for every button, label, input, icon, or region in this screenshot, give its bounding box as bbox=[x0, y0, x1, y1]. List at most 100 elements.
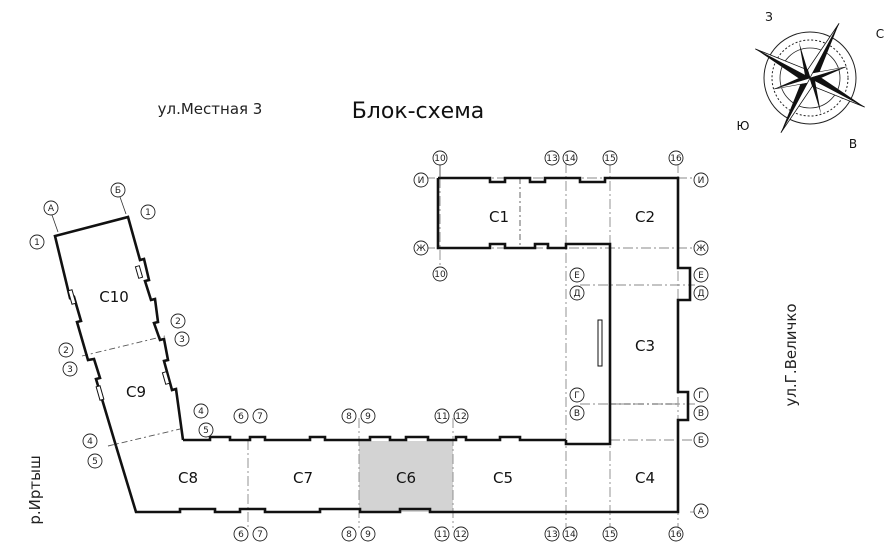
axis-bubble-5-left bbox=[87, 453, 103, 469]
axis-bubble-12-bottom bbox=[453, 526, 469, 542]
street-top-label: ул.Местная 3 bbox=[158, 100, 263, 118]
axis-bubble-6-bottom bbox=[233, 526, 249, 542]
building-walls bbox=[53, 176, 692, 514]
axis-label-d-right: Д bbox=[697, 289, 704, 299]
compass-north-label: С bbox=[876, 27, 884, 41]
axis-bubble-10-top bbox=[432, 150, 448, 166]
axis-bubble-11-bottom bbox=[434, 526, 450, 542]
axis-bubble-4-left bbox=[82, 433, 98, 449]
axis-label-15-bottom: 15 bbox=[604, 530, 615, 540]
axis-markers: 10 10 13 14 15 16 13 14 15 16 11 12 11 1… bbox=[29, 150, 709, 542]
axis-bubble-6-top bbox=[233, 408, 249, 424]
axis-label-12-top: 12 bbox=[455, 412, 466, 422]
axis-label-5-right: 5 bbox=[203, 426, 209, 436]
axis-bubble-3-left bbox=[62, 361, 78, 377]
section-dividers bbox=[81, 178, 678, 447]
axis-label-8-top: 8 bbox=[346, 412, 352, 422]
section-label-c4[interactable]: С4 bbox=[635, 469, 655, 487]
axis-label-7-top: 7 bbox=[257, 412, 263, 422]
compass-south-label: Ю bbox=[737, 119, 750, 133]
axis-label-5-left: 5 bbox=[92, 457, 98, 467]
axis-bubble-e-right bbox=[693, 267, 709, 283]
axis-label-6-bottom: 6 bbox=[238, 530, 244, 540]
axis-bubble-b-top bbox=[110, 182, 126, 198]
grid-lines bbox=[247, 163, 695, 528]
axis-label-1-right: 1 bbox=[145, 208, 151, 218]
axis-label-15-top: 15 bbox=[604, 154, 615, 164]
section-label-c9[interactable]: С9 bbox=[126, 383, 146, 401]
section-label-c5[interactable]: С5 bbox=[493, 469, 513, 487]
axis-label-v-left: В bbox=[574, 409, 580, 419]
axis-label-9-top: 9 bbox=[365, 412, 371, 422]
axis-label-8-bottom: 8 bbox=[346, 530, 352, 540]
axis-bubble-1-right bbox=[140, 204, 156, 220]
axis-label-13-top: 13 bbox=[546, 154, 557, 164]
axis-label-b-right: Б bbox=[698, 436, 704, 446]
axis-label-zh-left: Ж bbox=[416, 244, 426, 254]
axis-label-16-bottom: 16 bbox=[670, 530, 682, 540]
axis-label-14-top: 14 bbox=[564, 154, 576, 164]
axis-bubble-4-right bbox=[193, 403, 209, 419]
axis-bubble-a-right bbox=[693, 503, 709, 519]
axis-label-d-left: Д bbox=[573, 289, 580, 299]
axis-bubble-15-top bbox=[602, 150, 618, 166]
axis-label-e-left: Е bbox=[574, 271, 580, 281]
axis-label-6-top: 6 bbox=[238, 412, 244, 422]
axis-bubble-14-top bbox=[562, 150, 578, 166]
compass-west-label: З bbox=[765, 10, 773, 24]
axis-bubble-16-bottom bbox=[668, 526, 684, 542]
axis-bubble-15-bottom bbox=[602, 526, 618, 542]
compass-rose bbox=[755, 23, 865, 133]
axis-label-g-left: Г bbox=[574, 391, 580, 401]
axis-label-13-bottom: 13 bbox=[546, 530, 557, 540]
axis-label-i-left: И bbox=[418, 176, 425, 186]
section-label-c10[interactable]: С10 bbox=[99, 288, 129, 306]
axis-bubble-v-left bbox=[569, 405, 585, 421]
axis-label-3-left: 3 bbox=[67, 365, 73, 375]
axis-label-a-right: А bbox=[698, 507, 705, 517]
axis-bubble-2-right bbox=[170, 313, 186, 329]
axis-bubble-16-top bbox=[668, 150, 684, 166]
river-left-label: р.Иртыш bbox=[26, 455, 44, 524]
axis-label-4-left: 4 bbox=[87, 437, 93, 447]
axis-bubble-d-right bbox=[693, 285, 709, 301]
axis-bubble-3-right bbox=[174, 331, 190, 347]
axis-bubble-8-bottom bbox=[341, 526, 357, 542]
axis-bubble-v-right bbox=[693, 405, 709, 421]
section-label-c8[interactable]: С8 bbox=[178, 469, 198, 487]
axis-bubble-g-right bbox=[693, 387, 709, 403]
section-label-c6[interactable]: С6 bbox=[396, 469, 416, 487]
axis-label-4-right: 4 bbox=[198, 407, 204, 417]
window-marks bbox=[67, 265, 603, 401]
axis-label-b-top: Б bbox=[115, 186, 121, 196]
axis-label-e-right: Е bbox=[698, 271, 704, 281]
axis-bubble-9-top bbox=[360, 408, 376, 424]
axis-bubble-g-left bbox=[569, 387, 585, 403]
axis-label-10-top: 10 bbox=[434, 154, 446, 164]
axis-bubble-i-right bbox=[693, 172, 709, 188]
section-label-c7[interactable]: С7 bbox=[293, 469, 313, 487]
axis-bubble-7-top bbox=[252, 408, 268, 424]
axis-bubble-14-bottom bbox=[562, 526, 578, 542]
axis-label-11-top: 11 bbox=[436, 412, 447, 422]
section-label-c2[interactable]: С2 bbox=[635, 208, 655, 226]
axis-label-3-right: 3 bbox=[179, 335, 185, 345]
axis-bubble-b-right bbox=[693, 432, 709, 448]
axis-bubble-8-top bbox=[341, 408, 357, 424]
axis-label-zh-right: Ж bbox=[696, 244, 706, 254]
axis-label-2-right: 2 bbox=[175, 317, 181, 327]
section-label-c3[interactable]: С3 bbox=[635, 337, 655, 355]
axis-label-7-bottom: 7 bbox=[257, 530, 263, 540]
axis-label-2-left: 2 bbox=[63, 346, 69, 356]
section-label-c1[interactable]: С1 bbox=[489, 208, 509, 226]
axis-label-10-bottom: 10 bbox=[434, 270, 446, 280]
axis-label-1-left: 1 bbox=[34, 238, 40, 248]
axis-label-11-bottom: 11 bbox=[436, 530, 447, 540]
axis-bubble-2-left bbox=[58, 342, 74, 358]
axis-bubble-a-top-left bbox=[43, 200, 59, 216]
section-c6-highlight[interactable] bbox=[359, 441, 453, 512]
axis-bubble-zh-right bbox=[693, 240, 709, 256]
axis-bubble-13-bottom bbox=[544, 526, 560, 542]
